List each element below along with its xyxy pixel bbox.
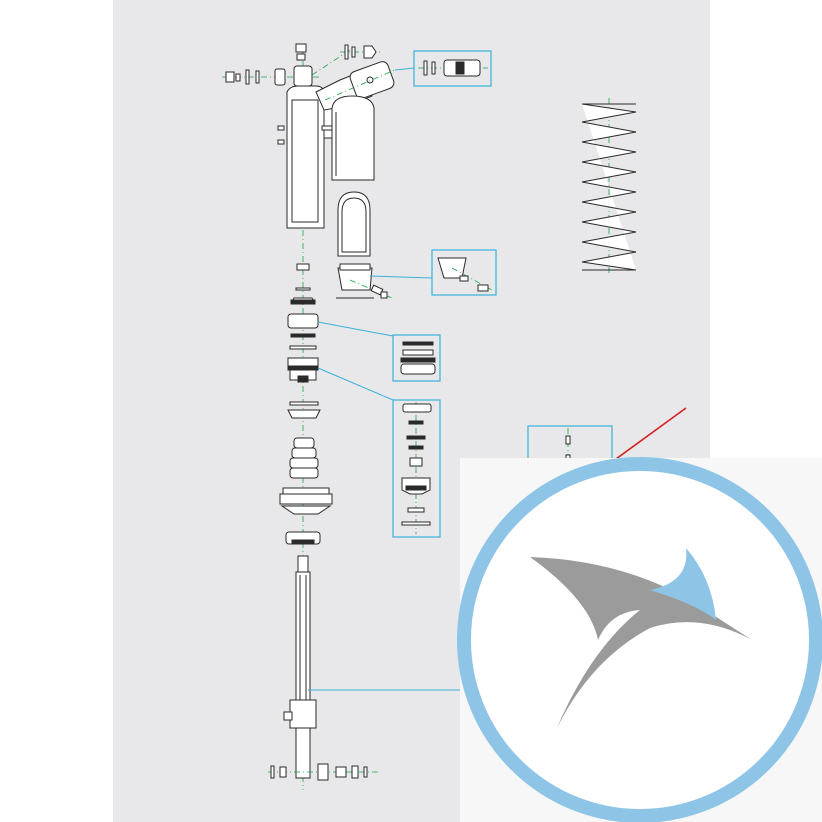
reservoir-canister	[331, 95, 375, 181]
coil-spring	[581, 98, 637, 274]
damper-shaft	[283, 555, 317, 779]
top-right-bolt-group	[311, 44, 380, 76]
bumper-stack	[287, 401, 321, 479]
piston-detail	[392, 334, 441, 382]
piston-stack	[287, 263, 319, 383]
adjuster-needle-detail	[431, 249, 497, 296]
reservoir-cap	[337, 191, 371, 257]
top-adjuster-group	[222, 43, 320, 87]
bottom-eyelet-hardware	[268, 763, 378, 781]
reservoir-valve-detail	[413, 50, 492, 87]
reservoir-valve-block	[336, 263, 393, 299]
valve-shim-stack-detail	[392, 399, 441, 538]
shaft-seal-head	[279, 487, 333, 545]
